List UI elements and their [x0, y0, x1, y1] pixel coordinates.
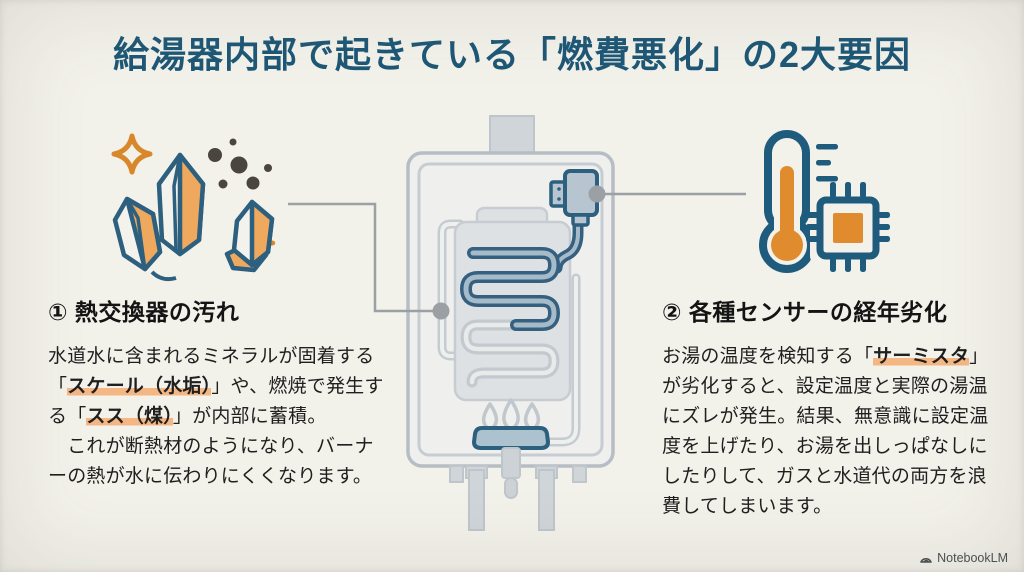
section-2-paragraph: お湯の温度を検知する「サーミスタ」が劣化すると、設定温度と実際の湯温にズレが発生…	[662, 346, 989, 517]
callout-right	[588, 185, 746, 203]
callout-left	[288, 202, 450, 320]
coil-lower-gray	[460, 319, 560, 388]
coil-upper-blue	[459, 247, 561, 331]
soot-dots	[208, 138, 272, 190]
burner-flames	[481, 398, 541, 432]
water-heater-illustration	[288, 115, 746, 531]
section-1-paragraph: 水道水に含まれるミネラルが固着する「スケール（水垢）」や、燃焼で発生する「スス（…	[48, 346, 384, 487]
thermometer-chip-icon	[759, 130, 890, 273]
section-heat-exchanger: ① 熱交換器の汚れ 水道水に含まれるミネラルが固着する「スケール（水垢）」や、燃…	[48, 293, 388, 492]
internal-pipes	[437, 219, 581, 447]
chip-icon	[806, 182, 890, 272]
brand-label: NotebookLM	[937, 551, 1008, 565]
section-1-heading: ① 熱交換器の汚れ	[48, 299, 240, 325]
thermistor-sensor	[549, 169, 599, 227]
burner-stem	[501, 447, 521, 479]
page-title: 給湯器内部で起きている「燃費悪化」の2大要因	[112, 34, 912, 75]
thermometer-icon	[759, 130, 815, 273]
callout-dot-sensor	[588, 185, 606, 203]
crystal-scale-icon	[111, 133, 276, 282]
burner	[472, 426, 550, 450]
bottom-pipes	[449, 465, 587, 531]
brand-badge: NotebookLM	[919, 551, 1008, 565]
burner-pipe	[504, 477, 518, 499]
section-2-heading: ② 各種センサーの経年劣化	[662, 299, 948, 325]
callout-dot-coil	[432, 302, 450, 320]
notebooklm-logo-icon	[920, 558, 932, 563]
section-sensors: ② 各種センサーの経年劣化 お湯の温度を検知する「サーミスタ」が劣化すると、設定…	[662, 293, 996, 522]
crystals	[112, 152, 275, 282]
